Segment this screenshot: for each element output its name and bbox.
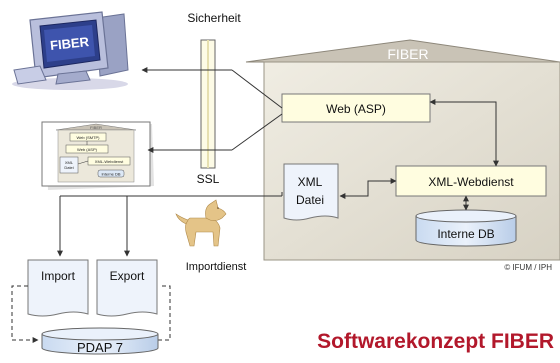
thumb-box2-label: Web (ASP) [77,147,98,152]
web-asp-label: Web (ASP) [326,102,386,116]
internal-db-label: Interne DB [437,227,494,241]
import-service-label: Importdienst [186,261,247,273]
arrow-web-webservice [429,99,499,167]
thumb-box5-label: Interne DB [101,172,120,177]
export-file-shape [96,259,158,317]
internal-db-cylinder [415,209,517,247]
thumb-box1-label: Web (SMTP) [76,135,100,140]
monitor-screen-text: FIBER [49,34,90,53]
xml-file-shape [283,163,339,221]
connector-web-to-pillar [231,69,283,109]
dashed-arrow-export-to-pdap [158,285,171,341]
copyright-label: © IFUM / IPH [504,263,552,272]
report-document-icon: FIBER Web (SMTP) Web (ASP) XML Datei XML… [41,121,154,190]
arrow-file-webservice [339,178,397,199]
thumb-box3-line2: Datei [64,165,73,170]
pdap-label: PDAP 7 [77,340,123,355]
thumb-box4-label: XML-Webdienst [95,159,124,164]
connector-web-to-pillar-lower [231,113,283,151]
client-monitor-icon: FIBER [12,11,129,90]
ssl-pillar [200,39,216,169]
ssl-label: SSL [197,172,220,186]
import-label: Import [41,269,76,283]
import-file-shape [27,259,89,317]
pdap-cylinder [41,327,159,355]
xml-webservice-label: XML-Webdienst [428,175,514,189]
fiber-roof-label: FIBER [387,46,428,62]
xml-file-label-line2: Datei [296,193,324,207]
export-label: Export [110,269,145,283]
import-service-dog-icon [175,199,227,247]
thumb-box3-line1: XML [65,160,74,165]
security-label: Sicherheit [187,11,241,25]
thumb-header: FIBER [90,125,102,130]
xml-file-label-line1: XML [298,175,323,189]
dashed-arrow-pdap-to-import [11,285,39,343]
diagram-title: Softwarekonzept FIBER [317,330,554,353]
